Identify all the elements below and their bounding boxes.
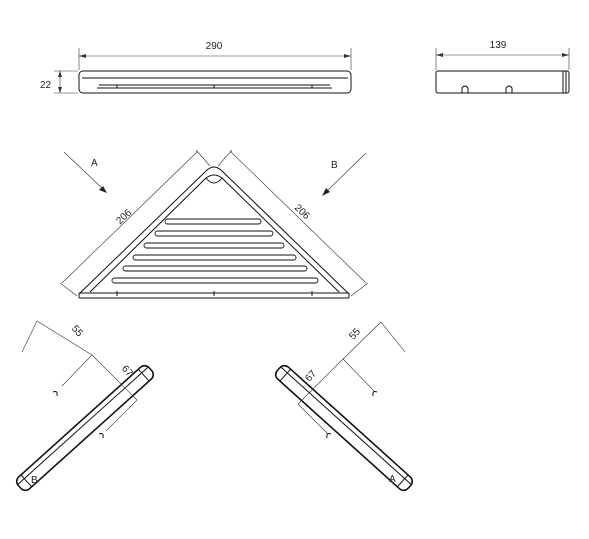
dimension-139-label: 139	[490, 40, 507, 51]
arrowhead-290-left	[79, 54, 86, 58]
dimension-22-label: 22	[40, 80, 52, 91]
extension-line-55-right-a	[380, 321, 406, 353]
view-arrow-a-line	[63, 151, 106, 192]
side-view-body	[435, 70, 570, 94]
view-b-end-line-2	[137, 368, 150, 382]
plan-view-slot-4	[132, 254, 297, 261]
side-view-notch-2	[505, 85, 513, 93]
arrowhead-22-top	[58, 71, 62, 77]
dimension-line-206-left	[61, 150, 199, 284]
arrowhead-290-right	[344, 54, 351, 58]
dimension-206-left-label: 206	[114, 207, 134, 227]
extension-line-206-right-bottom	[350, 282, 369, 297]
side-view-notch-1	[461, 85, 469, 93]
view-a-bar	[274, 364, 414, 492]
view-b-bar	[15, 364, 155, 492]
plan-view-slot-1	[164, 218, 262, 225]
view-arrow-b-line	[323, 152, 367, 195]
plan-view-inner-edge	[89, 174, 340, 293]
view-arrow-b-head	[322, 188, 330, 196]
view-b-label: B	[31, 475, 38, 486]
arrowhead-22-bottom	[58, 87, 62, 93]
extension-line-206-left-top	[195, 149, 211, 167]
extension-line-55-left-a	[21, 320, 38, 353]
dimension-line-55-right	[342, 321, 382, 360]
plan-view-slot-5	[122, 265, 308, 272]
front-view-body	[78, 70, 352, 94]
dimension-290-label: 290	[206, 41, 223, 52]
side-view: 139	[435, 40, 570, 94]
plan-view: 206 206 A B	[59, 149, 369, 299]
plan-view-slot-6	[111, 277, 319, 284]
plan-view-outer-edge	[78, 166, 350, 295]
view-a-end-line-2	[396, 474, 409, 488]
extension-line-67-left-a	[61, 354, 93, 387]
dimension-line-67-left	[91, 354, 138, 401]
view-arrow-a-head	[99, 186, 107, 193]
plan-view-slot-2	[154, 230, 274, 237]
plan-view-slot-3	[143, 242, 285, 249]
plan-view-corner-notch	[205, 177, 223, 184]
dimension-line-55-left	[36, 320, 93, 356]
arrowhead-139-right	[562, 53, 569, 57]
view-b-inner-line	[17, 366, 149, 486]
dimension-67-left-label: 67	[119, 364, 135, 380]
view-arrow-b-label: B	[331, 160, 338, 171]
view-arrow-a-label: A	[91, 158, 98, 169]
view-b-end-line-1	[20, 474, 33, 488]
view-b-profile: 55 67 B	[15, 320, 155, 492]
view-a-label: A	[389, 474, 396, 485]
view-a-end-line-1	[279, 368, 292, 382]
view-a-inner-line	[280, 366, 412, 486]
extension-line-67-left-b	[105, 399, 138, 432]
extension-line-206-left-bottom	[59, 282, 78, 297]
dimension-line-67-right	[297, 358, 344, 405]
view-b-hook-2	[98, 433, 104, 439]
extension-line-206-right-top	[217, 149, 233, 167]
extension-line-67-right-a	[342, 358, 375, 392]
front-view: 290 22	[40, 41, 352, 94]
view-a-hook-2	[326, 433, 332, 439]
dimension-55-right-label: 55	[347, 326, 363, 342]
view-a-profile: 55 67 A	[274, 321, 414, 492]
view-b-hook-1	[52, 391, 58, 397]
view-a-hook-1	[372, 391, 378, 397]
dimension-55-left-label: 55	[69, 324, 85, 340]
extension-line-67-right-b	[297, 403, 329, 435]
arrowhead-139-left	[436, 53, 443, 57]
dimension-line-206-right	[229, 150, 367, 284]
dimension-206-right-label: 206	[292, 202, 312, 222]
